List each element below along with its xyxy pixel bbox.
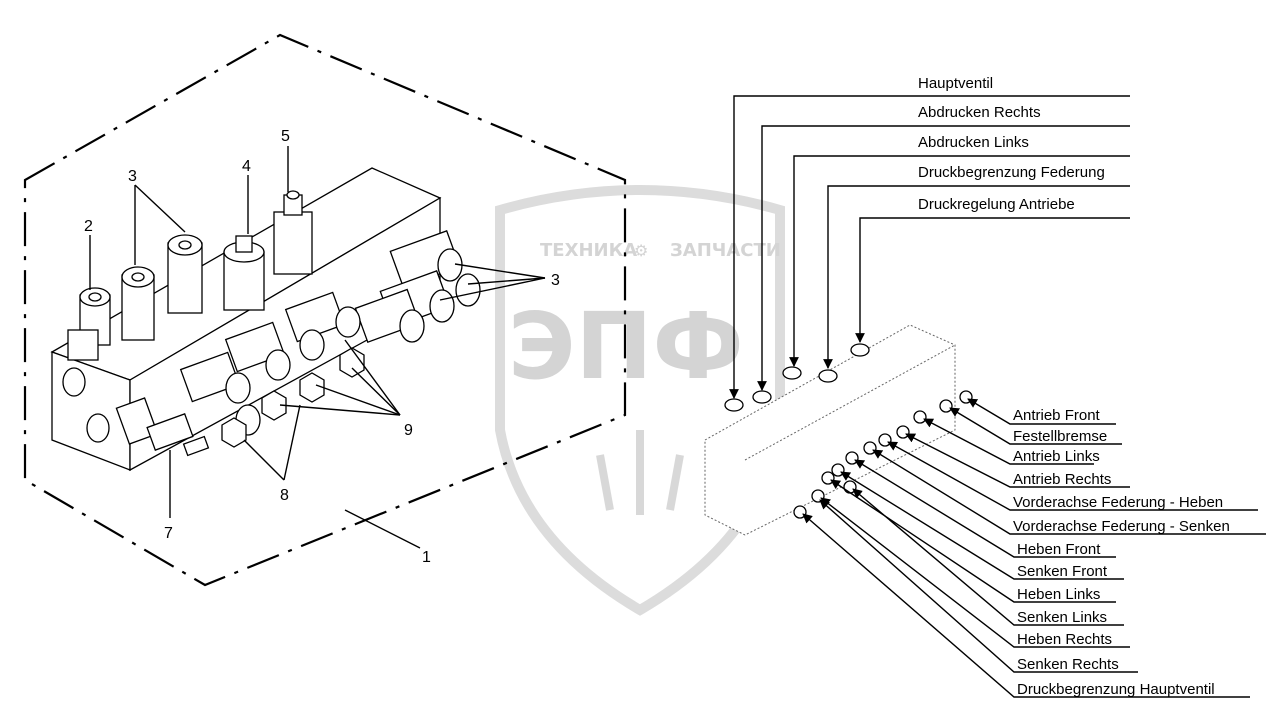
right-leaders — [802, 398, 1266, 698]
label-druckbegrenzung-hauptventil: Druckbegrenzung Hauptventil — [1017, 681, 1215, 698]
callout-2: 2 — [84, 218, 93, 235]
label-senken-front: Senken Front — [1017, 563, 1108, 580]
callout-1: 1 — [422, 549, 431, 566]
left-assembly: 2 3 4 5 3 9 8 7 1 — [23, 33, 627, 587]
label-antrieb-links: Antrieb Links — [1013, 448, 1100, 465]
plug-8 — [221, 417, 247, 448]
solenoid-coil-3b — [167, 234, 203, 314]
watermark: ТЕХНИКА ⚙ ЗАПЧАСТИ ЭПФ — [495, 185, 785, 616]
callout-3b: 3 — [551, 272, 560, 289]
watermark-text-right: ЗАПЧАСТИ — [670, 240, 781, 261]
right-assembly: Hauptventil Abdrucken Rechts Abdrucken L… — [704, 75, 1266, 698]
plugs-9 — [261, 347, 365, 421]
label-antrieb-rechts: Antrieb Rechts — [1013, 471, 1111, 488]
solenoid-coil-2 — [67, 287, 111, 361]
assembly-boundary — [23, 33, 627, 587]
label-antrieb-front: Antrieb Front — [1013, 407, 1101, 424]
label-heben-links: Heben Links — [1017, 586, 1100, 603]
callout-5: 5 — [281, 128, 290, 145]
valve-5 — [273, 190, 313, 275]
solenoid-coil-3a — [121, 266, 155, 341]
label-heben-front: Heben Front — [1017, 541, 1101, 558]
valve-4 — [223, 235, 265, 311]
label-vorderachse-federung-heben: Vorderachse Federung - Heben — [1013, 494, 1223, 511]
label-festellbremse: Festellbremse — [1013, 428, 1107, 445]
watermark-text-left: ТЕХНИКА — [540, 240, 637, 261]
label-vorderachse-federung-senken: Vorderachse Federung - Senken — [1013, 518, 1230, 535]
top-ports — [724, 343, 870, 412]
top-leaders — [729, 95, 1130, 399]
label-abdrucken-rechts: Abdrucken Rechts — [918, 104, 1041, 121]
label-heben-rechts: Heben Rechts — [1017, 631, 1112, 648]
callout-7: 7 — [164, 525, 173, 542]
callout-3: 3 — [128, 168, 137, 185]
gear-icon: ⚙ — [634, 241, 648, 260]
relief-valve-7 — [115, 397, 210, 457]
callout-9: 9 — [404, 422, 413, 439]
label-senken-rechts: Senken Rechts — [1017, 656, 1119, 673]
label-abdrucken-links: Abdrucken Links — [918, 134, 1029, 151]
label-hauptventil: Hauptventil — [918, 75, 993, 92]
callout-leaders — [89, 146, 546, 549]
label-druckregelung-antriebe: Druckregelung Antriebe — [918, 196, 1075, 213]
label-senken-links: Senken Links — [1017, 609, 1107, 626]
label-druckbegrenzung-federung: Druckbegrenzung Federung — [918, 164, 1105, 181]
callout-8: 8 — [280, 487, 289, 504]
wheat-icon — [596, 430, 684, 515]
callout-4: 4 — [242, 158, 251, 175]
